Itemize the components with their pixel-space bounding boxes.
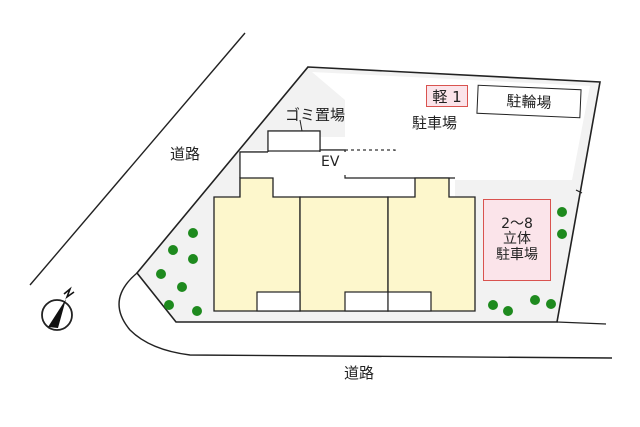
road-edge-left	[29, 32, 246, 286]
road-label-left: 道路	[170, 145, 201, 163]
bicycle-parking-box: 駐輪場	[476, 84, 582, 119]
kei-parking-sublabel: 駐車場	[412, 114, 458, 132]
tower-parking-line1: 2～8	[501, 215, 533, 232]
tower-parking-line2: 立体	[503, 231, 531, 248]
north-compass-icon	[41, 286, 75, 331]
garbage-leader-line	[299, 119, 303, 132]
garbage-area	[267, 130, 321, 152]
bicycle-parking-label: 駐輪場	[506, 92, 552, 112]
entrance-3	[387, 291, 432, 312]
building-unit-3	[387, 177, 476, 312]
tower-parking-line3: 駐車場	[496, 246, 538, 263]
entrance-1	[256, 291, 301, 312]
trees-right	[488, 207, 567, 316]
kei-parking-label: 軽 1	[432, 87, 462, 106]
building-unit-1	[213, 177, 301, 312]
road-edge-bottom	[118, 272, 613, 359]
road-edge-right	[556, 321, 607, 325]
tower-parking-box: 2～8 立体 駐車場	[483, 199, 551, 281]
entrance-2	[344, 291, 389, 312]
kei-parking-box: 軽 1	[426, 85, 468, 107]
trees-left	[156, 228, 202, 316]
garbage-area-label: ゴミ置場	[285, 106, 346, 124]
elevator-label: EV	[321, 154, 340, 170]
road-label-bottom: 道路	[344, 364, 375, 382]
